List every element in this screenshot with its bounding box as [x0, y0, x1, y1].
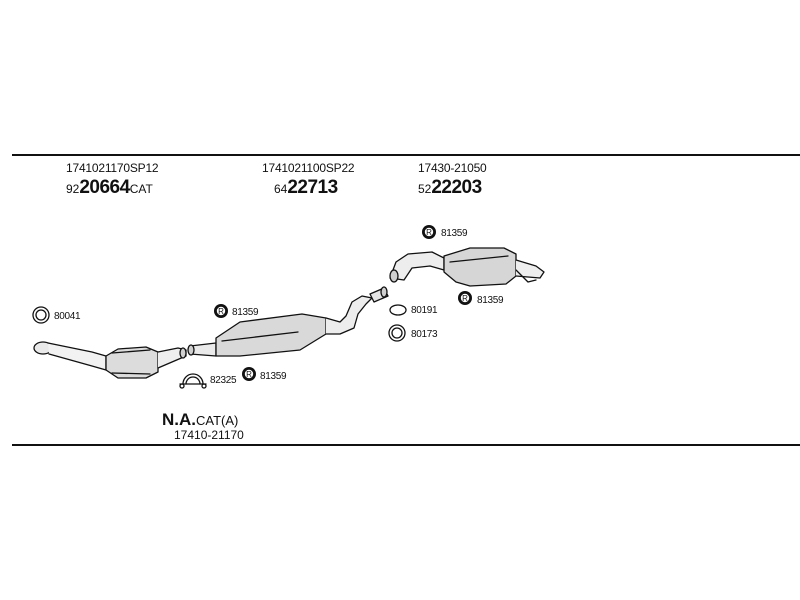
ref-code: 20664 — [79, 177, 130, 198]
part-header-catalyst: 1741021170SP12 9220664CAT — [66, 161, 159, 197]
rear-muffler — [389, 247, 545, 287]
ref-code: 22713 — [287, 177, 338, 198]
seal-icon-center: R — [214, 304, 228, 318]
label-ring-mid: 80173 — [411, 329, 438, 340]
top-rule — [12, 154, 800, 156]
middle-muffler — [187, 286, 389, 357]
ref-code-rear: 5222203 — [418, 178, 487, 197]
label-gasket-mid: 80191 — [411, 305, 438, 316]
seal-letter: R — [246, 370, 252, 379]
label-clamp: 82325 — [210, 375, 237, 386]
ref-prefix: 92 — [66, 182, 80, 196]
ring-80173-inner — [391, 327, 403, 339]
seal-symbols: R R R R — [214, 225, 472, 381]
bottom-rule — [12, 444, 800, 446]
part-number-rear: 17430-21050 — [418, 161, 487, 175]
label-seal-rear-bottom: 81359 — [477, 295, 504, 306]
seal-letter: R — [218, 307, 224, 316]
part-number-middle: 1741021100SP22 — [262, 161, 355, 175]
ref-code: 22203 — [431, 177, 482, 198]
ring-80041 — [32, 306, 50, 324]
part-header-rear: 17430-21050 5222203 — [418, 162, 487, 197]
ref-prefix: 52 — [418, 182, 432, 196]
part-number-catalyst: 1741021170SP12 — [66, 161, 159, 175]
seal-letter: R — [462, 294, 468, 303]
ref-code-catalyst: 9220664CAT — [66, 178, 158, 197]
seal-icon-clamp: R — [242, 367, 256, 381]
ref-code-middle: 6422713 — [262, 178, 354, 197]
clamp-82325 — [179, 373, 207, 389]
variant-title-rest: CAT(A) — [196, 413, 239, 428]
label-seal-center: 81359 — [232, 307, 259, 318]
ring-80173 — [388, 324, 406, 342]
ref-suffix: CAT — [129, 182, 153, 196]
ref-prefix: 64 — [274, 182, 288, 196]
seal-icon-rear-top: R — [422, 225, 436, 239]
variant-title-bold: N.A. — [162, 410, 196, 429]
catalyst-pipe — [33, 341, 187, 379]
label-seal-clamp: 81359 — [260, 371, 287, 382]
gasket-80191 — [389, 304, 407, 316]
seal-icon-rear-bottom: R — [458, 291, 472, 305]
ring-80041-inner — [35, 309, 47, 321]
seal-letter: R — [426, 228, 432, 237]
variant-title: N.A.CAT(A) — [162, 411, 238, 428]
label-seal-rear-top: 81359 — [441, 228, 468, 239]
label-ring-front: 80041 — [54, 311, 81, 322]
part-header-middle: 1741021100SP22 6422713 — [262, 161, 355, 197]
variant-part-number: 17410-21170 — [174, 428, 244, 442]
